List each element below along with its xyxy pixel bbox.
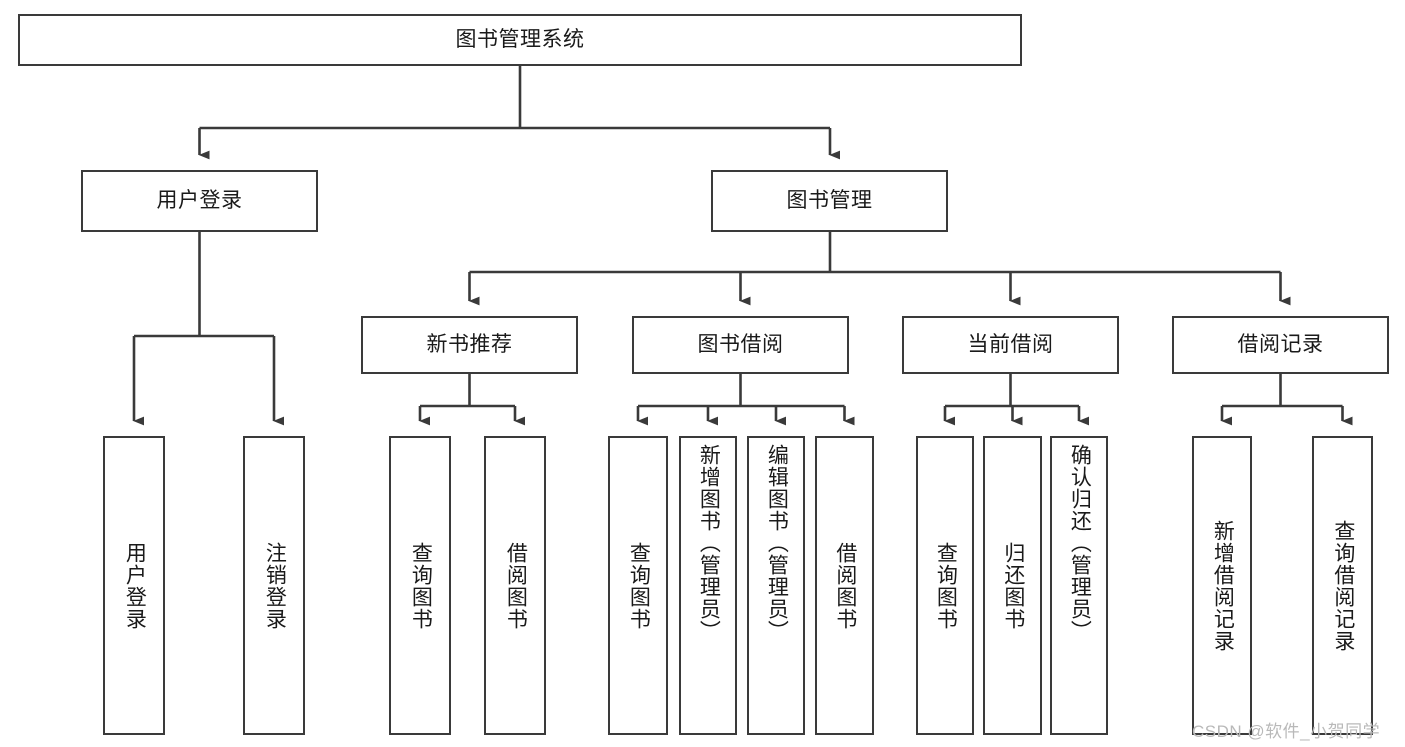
node-root[interactable]: 图书管理系统 (18, 14, 1022, 66)
node-leaf-user-logout[interactable]: 注销登录 (243, 436, 305, 735)
node-leaf-borrow-book-1-label: 借阅图书 (504, 541, 528, 630)
node-leaf-borrow-book-2[interactable]: 借阅图书 (815, 436, 874, 735)
node-leaf-add-book-admin-label: 新增图书（管理员） (697, 444, 721, 642)
node-leaf-add-borrow-record[interactable]: 新增借阅记录 (1192, 436, 1252, 735)
node-book-manage-label: 图书管理 (786, 189, 873, 213)
node-current-borrow-label: 当前借阅 (967, 333, 1054, 357)
node-leaf-user-logout-label: 注销登录 (263, 541, 287, 630)
node-leaf-query-book-1[interactable]: 查询图书 (389, 436, 451, 735)
node-user-login[interactable]: 用户登录 (81, 170, 318, 232)
node-leaf-add-book-admin[interactable]: 新增图书（管理员） (679, 436, 737, 735)
node-leaf-query-book-3-label: 查询图书 (934, 541, 958, 630)
node-book-borrow[interactable]: 图书借阅 (632, 316, 849, 374)
node-leaf-edit-book-admin-label: 编辑图书（管理员） (765, 444, 789, 642)
node-leaf-user-login-label: 用户登录 (123, 541, 147, 630)
node-book-borrow-label: 图书借阅 (697, 333, 784, 357)
node-new-book-recommend[interactable]: 新书推荐 (361, 316, 578, 374)
node-leaf-query-borrow-record-label: 查询借阅记录 (1331, 519, 1355, 652)
csdn-watermark: CSDN @软件_小贺同学 (1192, 722, 1381, 741)
node-leaf-user-login[interactable]: 用户登录 (103, 436, 165, 735)
node-book-manage[interactable]: 图书管理 (711, 170, 948, 232)
node-borrow-record-label: 借阅记录 (1237, 333, 1324, 357)
node-leaf-return-book[interactable]: 归还图书 (983, 436, 1042, 735)
node-root-label: 图书管理系统 (455, 28, 585, 52)
node-leaf-confirm-return-admin[interactable]: 确认归还（管理员） (1050, 436, 1108, 735)
node-leaf-borrow-book-1[interactable]: 借阅图书 (484, 436, 546, 735)
node-leaf-borrow-book-2-label: 借阅图书 (833, 541, 857, 630)
node-leaf-add-borrow-record-label: 新增借阅记录 (1211, 519, 1235, 652)
node-leaf-query-book-2[interactable]: 查询图书 (608, 436, 668, 735)
node-current-borrow[interactable]: 当前借阅 (902, 316, 1119, 374)
node-leaf-query-book-2-label: 查询图书 (627, 541, 651, 630)
node-user-login-label: 用户登录 (156, 189, 243, 213)
node-leaf-query-book-3[interactable]: 查询图书 (916, 436, 974, 735)
node-leaf-query-borrow-record[interactable]: 查询借阅记录 (1312, 436, 1373, 735)
node-leaf-return-book-label: 归还图书 (1001, 541, 1025, 630)
node-borrow-record[interactable]: 借阅记录 (1172, 316, 1389, 374)
node-leaf-confirm-return-admin-label: 确认归还（管理员） (1068, 444, 1092, 642)
node-new-book-recommend-label: 新书推荐 (426, 333, 513, 357)
node-leaf-query-book-1-label: 查询图书 (409, 541, 433, 630)
node-leaf-edit-book-admin[interactable]: 编辑图书（管理员） (747, 436, 805, 735)
